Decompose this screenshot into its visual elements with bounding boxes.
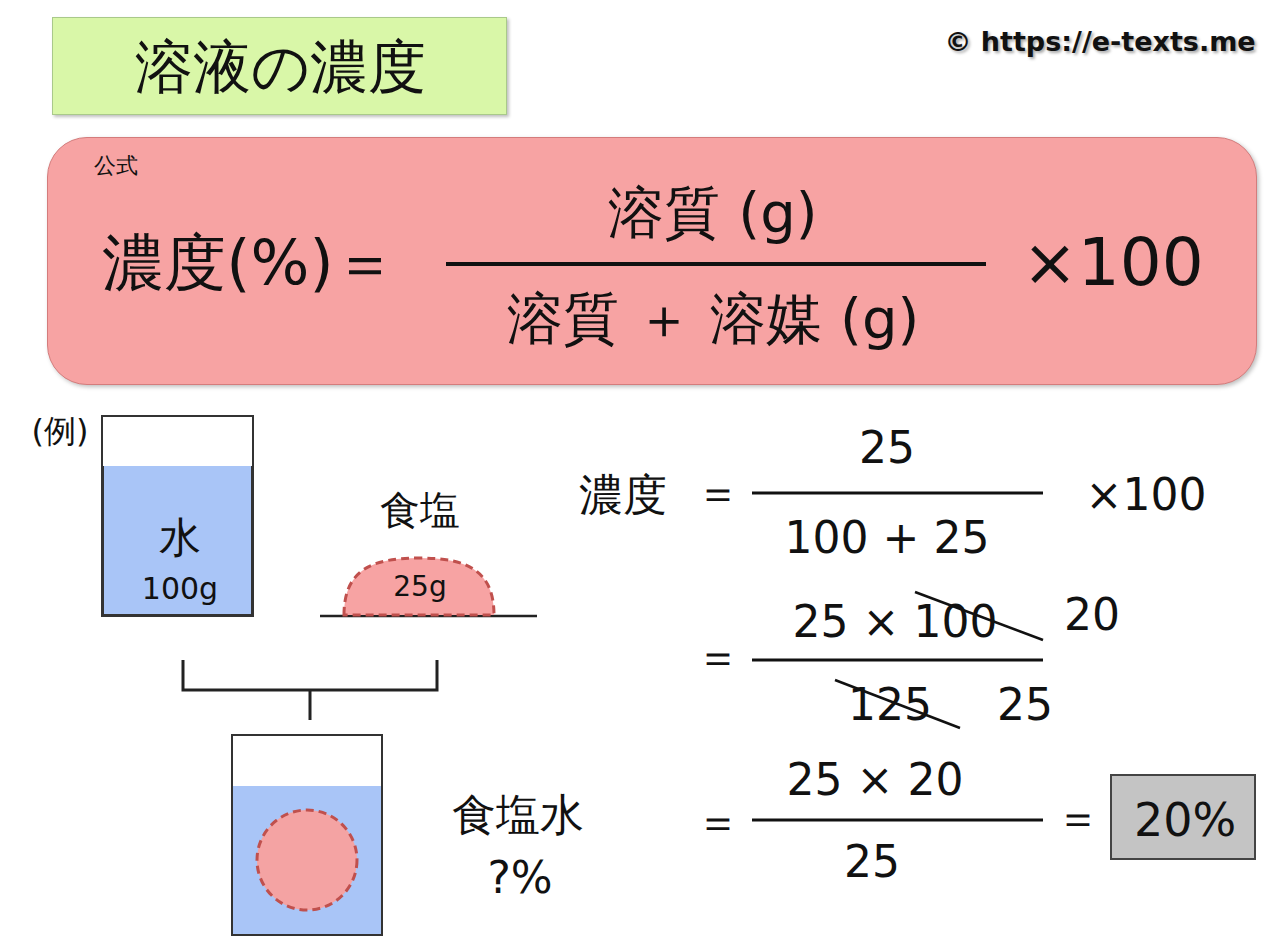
denominator: 溶質 ＋ 溶媒 (g) [507,288,920,350]
equals-sign: ＝ [696,633,740,681]
title-box: 溶液の濃度 [52,17,507,115]
numerator: 溶質 (g) [608,182,817,244]
denominator: 25 [844,838,900,886]
salt-water [233,786,381,934]
concentration-label: 濃度 [579,471,667,519]
mass-value: 100g [142,572,218,605]
solution-label: 食塩水 [452,791,584,839]
formula-lhs: 濃度(%)＝ [102,229,395,297]
numerator: 25 × 20 [787,756,964,804]
multiplier: ×100 [1086,471,1207,519]
numerator: 25 [859,424,915,472]
numerator: 25 × 100 [793,598,998,646]
scale-line [320,615,537,618]
formula-label: 公式 [94,154,138,178]
bracket [183,660,437,720]
fraction-line [752,819,1043,822]
example-mark: (例) [32,414,89,449]
title: 溶液の濃度 [135,36,426,100]
copyright: © https://e-texts.me [944,27,1255,57]
reduced-value: 20 [1064,591,1120,639]
dissolved-salt [257,810,357,910]
fraction-lines [752,493,1043,820]
equals-sign: ＝ [1056,794,1100,842]
fraction-line [752,492,1043,495]
multiplier: ×100 [1022,227,1203,300]
salt-label: 食塩 [380,488,460,532]
beaker-outline [232,735,382,935]
reduced-value: 25 [997,681,1053,729]
formula-box: 公式濃度(%)＝ 溶質 (g) 溶質 ＋ 溶媒 (g) ×100 [47,137,1257,385]
water-label: 水 [159,515,201,561]
unknown-value: ?% [487,854,552,902]
water-beaker: 水 100g [102,466,253,616]
fraction-line [752,659,1043,662]
salt-mound: 食塩25g [343,557,495,615]
equals-sign: ＝ [696,469,740,517]
beaker-outline [102,416,253,616]
denominator: 125 [848,681,932,729]
mass-value: 25g [393,572,446,603]
equals-sign: ＝ [696,798,740,846]
answer-box: 20% [1110,774,1256,860]
denominator: 100 + 25 [785,514,990,562]
answer-value: 20% [1134,795,1236,846]
